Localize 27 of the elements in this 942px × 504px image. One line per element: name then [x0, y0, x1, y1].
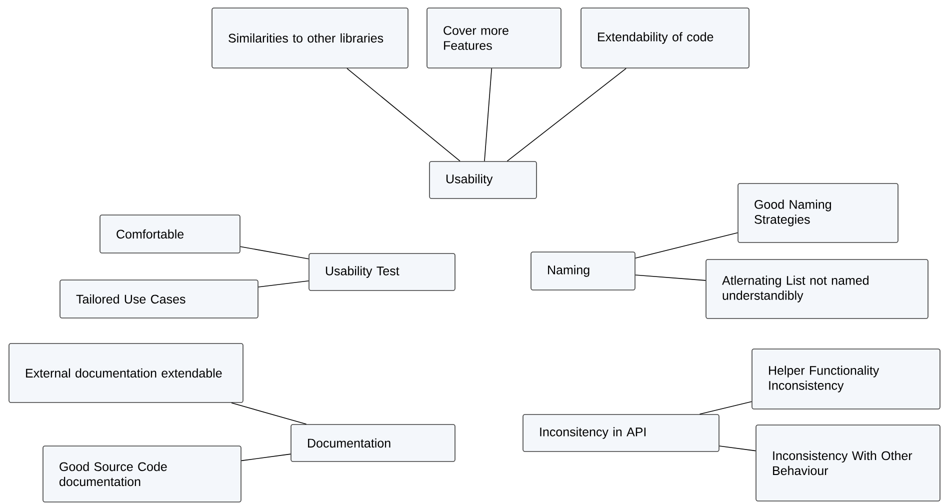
topic-box: Good Source Code documentation	[42, 446, 242, 502]
topic-box: Naming	[530, 252, 636, 290]
topic-box: Documentation	[290, 424, 456, 462]
connector-line	[484, 68, 492, 162]
topic-box: Inconsitency in API	[522, 414, 720, 452]
connector-line	[635, 274, 706, 281]
topic-box: Extendability of code	[580, 8, 750, 68]
connector-line	[346, 68, 460, 162]
topic-box: Atlernating List not named understandibly	[706, 259, 928, 319]
connector-line	[506, 68, 626, 162]
topic-box: Inconsistency With Other Behaviour	[756, 424, 940, 502]
connector-line	[699, 401, 752, 414]
topic-box: Helper Functionality Inconsistency	[752, 348, 940, 410]
connector-line	[231, 402, 307, 424]
topic-box: Tailored Use Cases	[60, 280, 258, 318]
connector-line	[258, 280, 309, 288]
topic-box: Usability	[429, 161, 537, 199]
connector-line	[240, 246, 309, 260]
topic-box: Comfortable	[100, 214, 240, 254]
topic-box: Cover more Features	[426, 8, 562, 68]
topic-box: Good Naming Strategies	[738, 183, 898, 243]
topic-box: External documentation extendable	[8, 343, 244, 403]
topic-box: Usability Test	[308, 253, 456, 291]
connector-line	[241, 454, 291, 462]
connector-line	[719, 446, 756, 452]
topic-box: Similarities to other libraries	[212, 8, 408, 68]
connector-line	[635, 232, 738, 258]
